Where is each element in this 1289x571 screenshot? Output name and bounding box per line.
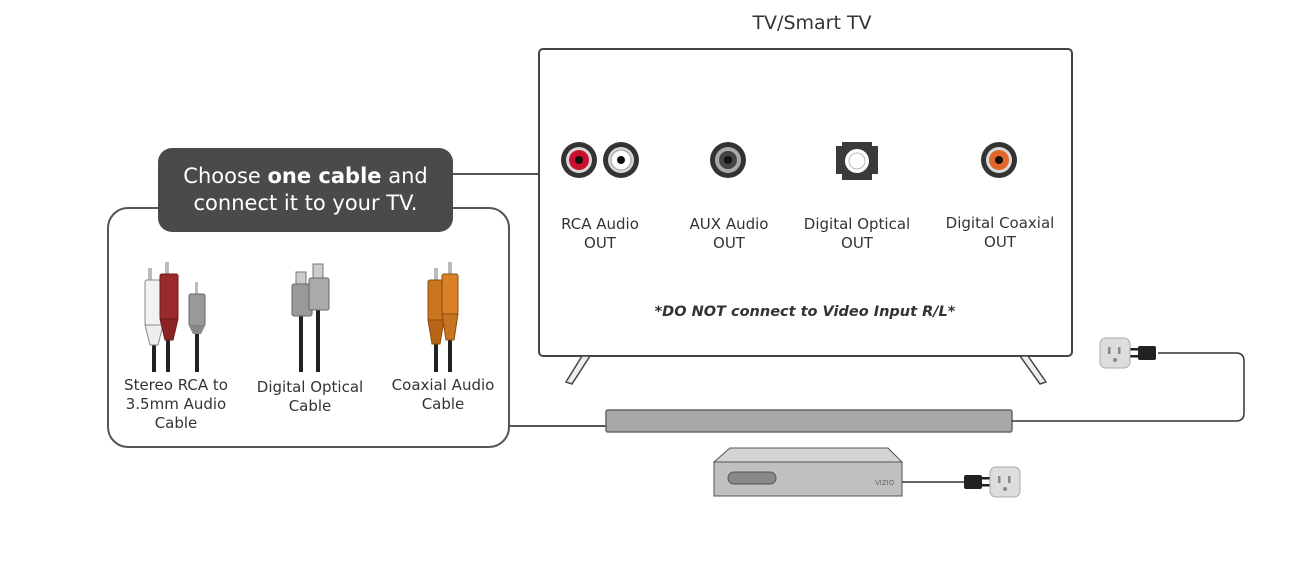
optical-cable-icon: [291, 263, 330, 372]
coaxial-port-icon: [981, 142, 1017, 178]
coaxial-cable-icon: [427, 262, 459, 372]
warning-text: *DO NOT connect to Video Input R/L*: [654, 304, 956, 320]
instruction-callout: Choose one cable and connect it to your …: [158, 148, 453, 232]
tv-leg-left: [564, 355, 592, 385]
power-plug-icon: [964, 475, 990, 489]
power-plug-icon: [1130, 346, 1156, 360]
soundbar: [605, 409, 1013, 433]
tv-screen: [538, 48, 1073, 357]
subwoofer: [712, 447, 904, 497]
aux-port-icon: [710, 142, 746, 178]
wall-outlet-icon: [1099, 337, 1131, 369]
callout-line1: Choose one cable and: [183, 164, 428, 188]
tv-title: TV/Smart TV: [752, 12, 872, 34]
wall-outlet-icon: [989, 466, 1021, 498]
tv: [538, 48, 1073, 385]
soundbar-power-cord: [1012, 352, 1245, 422]
optical-port-icon: [836, 142, 878, 180]
rca-to-35mm-cable-icon: [144, 262, 206, 372]
subwoofer-brand: VIZIO: [875, 479, 895, 487]
rca-port-icon: [561, 142, 639, 178]
callout-line2: connect it to your TV.: [193, 191, 418, 215]
tv-leg-right: [1018, 355, 1048, 385]
